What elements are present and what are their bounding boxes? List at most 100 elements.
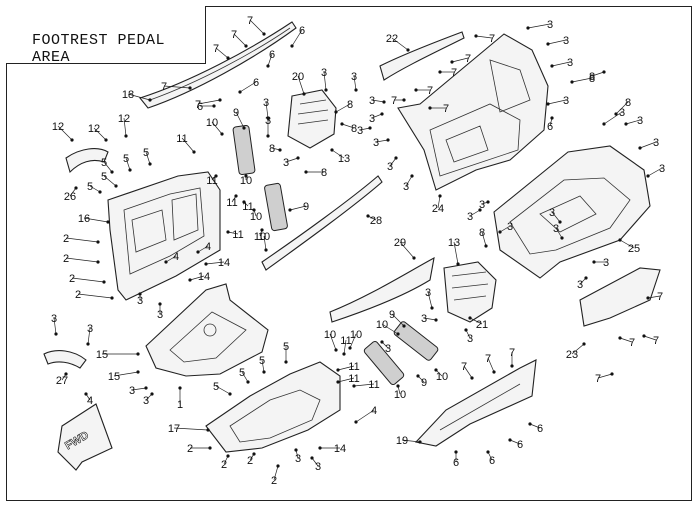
- diagram-title: FOOTREST PEDAL AREA: [32, 32, 166, 66]
- leader-dot: [382, 100, 386, 104]
- leader-line: [509, 439, 521, 445]
- leader-dot: [610, 372, 614, 376]
- callout-number: 2: [75, 289, 81, 301]
- callout-number: 3: [263, 97, 269, 109]
- leader-dot: [164, 260, 168, 264]
- callout-number: 7: [657, 291, 663, 303]
- callout-number: 3: [507, 221, 513, 233]
- callout-number: 3: [321, 67, 327, 79]
- leader-dot: [366, 214, 370, 218]
- leader-line: [263, 235, 267, 251]
- callout-5: 5: [143, 147, 152, 166]
- callout-3: 3: [294, 448, 301, 465]
- leader-dot: [434, 318, 438, 322]
- callout-7: 7: [213, 43, 230, 60]
- leader-line: [401, 439, 421, 443]
- callout-7: 7: [450, 53, 471, 65]
- callout-4: 4: [164, 251, 179, 264]
- callout-12: 12: [52, 121, 74, 142]
- leader-dot: [414, 88, 418, 92]
- leader-dot: [296, 156, 300, 160]
- leader-line: [57, 125, 73, 141]
- callout-number: 10: [394, 389, 406, 401]
- callout-number: 2: [221, 459, 227, 471]
- callout-8: 8: [589, 70, 606, 83]
- callout-2: 2: [63, 253, 100, 265]
- callout-number: 3: [51, 313, 57, 325]
- callout-22: 22: [386, 33, 410, 52]
- leader-dot: [64, 372, 68, 376]
- leader-line: [427, 291, 433, 309]
- callout-number: 3: [369, 95, 375, 107]
- leader-line: [499, 225, 511, 233]
- leader-line: [551, 61, 571, 67]
- title-box: FOOTREST PEDAL AREA: [6, 6, 206, 66]
- leader-line: [323, 71, 327, 91]
- callout-4: 4: [354, 405, 377, 424]
- callout-number: 5: [123, 153, 129, 165]
- leader-dot: [74, 186, 78, 190]
- leader-dot: [70, 138, 74, 142]
- callout-7: 7: [461, 361, 474, 380]
- leader-dot: [262, 370, 266, 374]
- callout-7: 7: [161, 81, 192, 93]
- callout-14: 14: [318, 443, 346, 455]
- callout-number: 6: [547, 121, 553, 133]
- callout-6: 6: [528, 422, 543, 435]
- leader-line: [241, 371, 249, 383]
- callout-number: 3: [87, 323, 93, 335]
- callout-3: 3: [157, 302, 163, 321]
- leader-line: [291, 29, 303, 47]
- callout-7: 7: [195, 98, 222, 111]
- leader-dot: [98, 190, 102, 194]
- leader-line: [375, 139, 389, 143]
- leader-dot: [334, 110, 338, 114]
- callout-8: 8: [614, 97, 631, 116]
- callout-number: 6: [253, 77, 259, 89]
- callout-11: 11: [340, 335, 352, 356]
- leader-line: [331, 149, 345, 159]
- callout-6: 6: [547, 116, 554, 133]
- leader-line: [93, 127, 107, 141]
- callout-10: 10: [254, 228, 266, 243]
- leader-dot: [288, 208, 292, 212]
- leader-dot: [266, 134, 270, 138]
- leader-line: [297, 75, 305, 95]
- leader-line: [329, 333, 337, 351]
- callout-number: 8: [589, 71, 595, 83]
- callout-9: 9: [389, 309, 406, 328]
- leader-line: [239, 81, 257, 93]
- callout-3: 3: [86, 323, 93, 346]
- leader-dot: [410, 174, 414, 178]
- callout-12: 12: [118, 113, 130, 138]
- callout-number: 3: [387, 161, 393, 173]
- leader-dot: [428, 106, 432, 110]
- leader-line: [65, 257, 99, 263]
- callout-number: 2: [271, 475, 277, 487]
- callout-10: 10: [250, 208, 262, 223]
- callout-number: 3: [547, 19, 553, 31]
- callout-number: 3: [357, 125, 363, 137]
- leader-line: [591, 71, 605, 77]
- callout-7: 7: [618, 336, 635, 349]
- leader-dot: [642, 334, 646, 338]
- leader-dot: [396, 332, 400, 336]
- leader-dot: [304, 170, 308, 174]
- leader-line: [227, 231, 239, 235]
- callout-11: 11: [176, 133, 196, 154]
- leader-dot: [558, 220, 562, 224]
- leader-line: [337, 377, 355, 383]
- leader-dot: [412, 256, 416, 260]
- callout-7: 7: [414, 85, 433, 97]
- callout-number: 7: [427, 85, 433, 97]
- callout-number: 18: [122, 89, 134, 101]
- callout-3: 3: [577, 276, 588, 291]
- callout-number: 22: [386, 33, 398, 45]
- leader-line: [65, 237, 99, 243]
- leader-line: [83, 217, 109, 223]
- leader-dot: [550, 64, 554, 68]
- callout-8: 8: [570, 73, 595, 85]
- callout-7: 7: [391, 95, 406, 107]
- leader-dot: [138, 292, 142, 296]
- leader-line: [555, 227, 563, 239]
